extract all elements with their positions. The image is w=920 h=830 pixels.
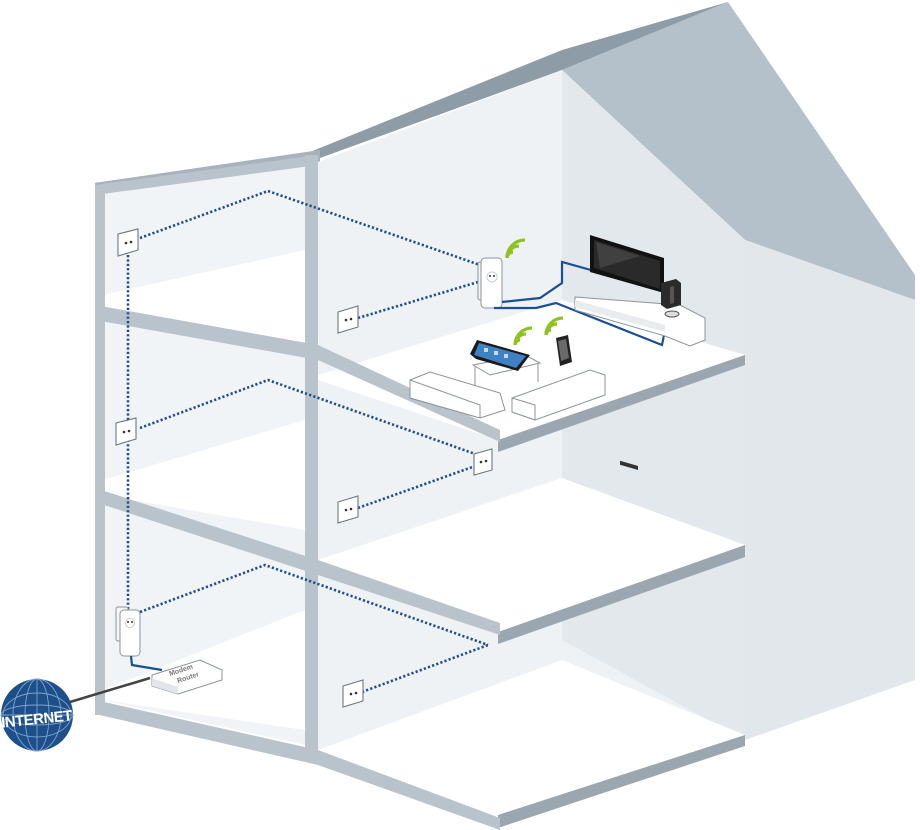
wall-socket-ground-center <box>342 679 364 708</box>
powerline-wifi-adapter <box>477 257 503 309</box>
sofa-right <box>511 369 606 421</box>
house-frame <box>95 155 500 830</box>
modem-router: Modem Router <box>151 659 223 695</box>
powerline-adapter-ground <box>115 606 141 657</box>
wifi-icon-adapter <box>505 238 526 259</box>
game-console <box>661 279 681 318</box>
wall-socket-top-left <box>117 228 139 257</box>
tablet <box>470 340 530 371</box>
wall-socket-middle-center <box>337 495 359 524</box>
wall-socket-top-center <box>337 305 359 334</box>
wifi-icon-tablet <box>513 326 533 346</box>
wall-socket-middle-right <box>473 448 493 476</box>
ground-floor-slab <box>318 660 745 815</box>
side-wall <box>745 240 915 740</box>
lan-cable-router <box>129 655 163 672</box>
lan-cable-console <box>494 301 668 347</box>
wall-socket-middle-left <box>115 417 137 446</box>
wifi-icon-smartphone <box>544 316 564 336</box>
smartphone <box>556 335 572 366</box>
lan-cable-tv <box>501 260 599 304</box>
sofa-left <box>409 371 506 419</box>
globe-icon: INTERNET <box>0 678 74 752</box>
tv <box>590 235 664 470</box>
internet-cable <box>69 676 151 704</box>
middle-floor-slab <box>318 478 745 632</box>
tv-stand <box>574 296 706 347</box>
